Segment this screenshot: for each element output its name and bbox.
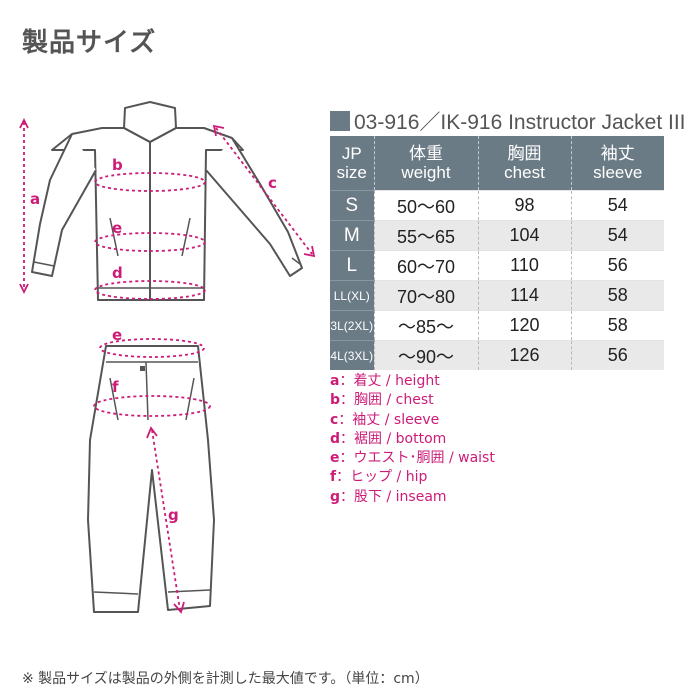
legend-item: b：胸囲 / chest <box>330 392 434 409</box>
sleeve-cell: 58 <box>570 280 664 311</box>
label-e-jacket: e <box>112 219 122 237</box>
sleeve-cell: 54 <box>570 220 664 251</box>
size-cell: L <box>330 250 374 281</box>
legend-item: c：袖丈 / sleeve <box>330 411 440 428</box>
chest-cell: 120 <box>477 310 571 341</box>
size-cell: S <box>330 190 374 221</box>
size-cell: LL(XL) <box>330 280 374 311</box>
footnote: ※ 製品サイズは製品の外側を計測した最大値です。（単位：cm） <box>22 671 429 687</box>
legend-item: d：裾囲 / bottom <box>330 430 447 447</box>
size-cell: 4L(3XL) <box>330 340 374 370</box>
weight-cell: 50〜60 <box>373 190 478 221</box>
table-row: S 50〜60 98 54 <box>330 190 664 221</box>
size-cell: 3L(2XL) <box>330 310 374 341</box>
chest-cell: 104 <box>477 220 571 251</box>
legend-item: f：ヒップ / hip <box>330 469 428 486</box>
weight-cell: 〜90〜 <box>373 340 478 370</box>
weight-cell: 〜85〜 <box>373 310 478 341</box>
chest-cell: 98 <box>477 190 571 221</box>
weight-cell: 55〜65 <box>373 220 478 251</box>
weight-cell: 70〜80 <box>373 280 478 311</box>
product-name: 03-916／IK-916 Instructor Jacket III <box>354 111 686 134</box>
chest-cell: 114 <box>477 280 571 311</box>
label-d: d <box>112 264 123 282</box>
chest-cell: 126 <box>477 340 571 370</box>
legend-item: e：ウエスト･胴囲 / waist <box>330 450 495 467</box>
chest-cell: 110 <box>477 250 571 281</box>
label-e-pants: e <box>112 326 122 344</box>
label-c: c <box>268 174 277 192</box>
label-g: g <box>168 506 179 524</box>
measurement-legend: a：着丈 / height b：胸囲 / chest c：袖丈 / sleeve… <box>330 372 495 507</box>
pants-illustration <box>87 345 215 613</box>
jacket-illustration <box>31 101 303 301</box>
table-row: 4L(3XL) 〜90〜 126 56 <box>330 340 664 370</box>
sleeve-cell: 54 <box>570 190 664 221</box>
table-row: L 60〜70 110 56 <box>330 250 664 281</box>
weight-cell: 60〜70 <box>373 250 478 281</box>
page-title: 製品サイズ <box>22 28 157 58</box>
sleeve-cell: 56 <box>570 340 664 370</box>
sleeve-cell: 56 <box>570 250 664 281</box>
product-heading: 03-916／IK-916 Instructor Jacket III <box>330 106 686 136</box>
label-b: b <box>112 156 123 174</box>
legend-item: g：股下 / inseam <box>330 488 447 505</box>
square-bullet-icon <box>330 111 350 131</box>
sleeve-cell: 58 <box>570 310 664 341</box>
label-a: a <box>30 190 40 208</box>
measurement-marks <box>19 117 316 614</box>
table-row: LL(XL) 70〜80 114 58 <box>330 280 664 311</box>
table-row: M 55〜65 104 54 <box>330 220 664 251</box>
label-f: f <box>112 378 119 396</box>
table-row: 3L(2XL) 〜85〜 120 58 <box>330 310 664 341</box>
legend-item: a：着丈 / height <box>330 373 440 389</box>
size-cell: M <box>330 220 374 251</box>
garment-diagram: a b c e d e f g <box>19 101 316 614</box>
